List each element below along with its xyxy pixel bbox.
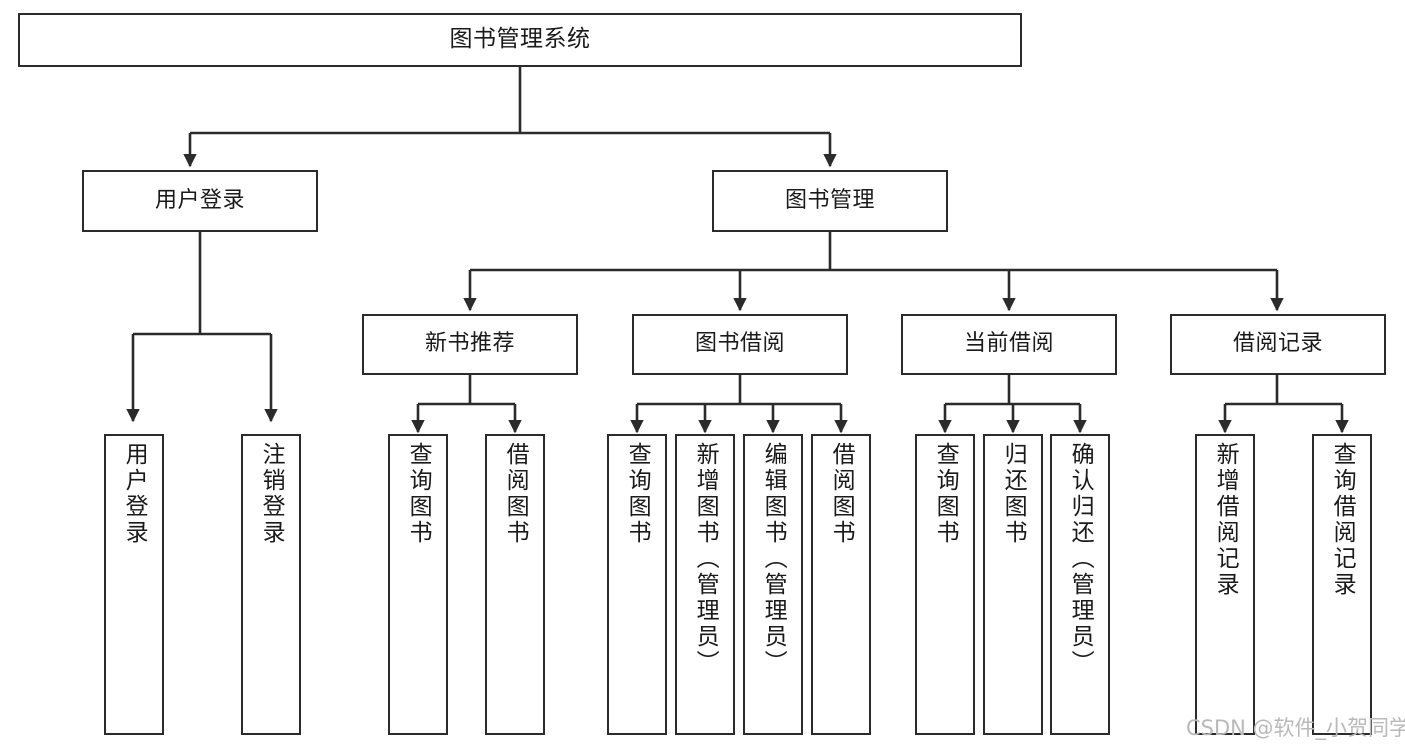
leaf-current-borrow-confirm[interactable]: 确认归还（管理员）: [1050, 434, 1110, 735]
node-root-system[interactable]: 图书管理系统: [18, 13, 1022, 67]
node-new-book-recommend[interactable]: 新书推荐: [362, 314, 578, 375]
leaf-current-borrow-return[interactable]: 归还图书: [983, 434, 1043, 735]
node-current-borrow-label: 当前借阅: [963, 331, 1054, 357]
node-book-borrow[interactable]: 图书借阅: [632, 314, 848, 375]
leaf-current-borrow-confirm-label: 确认归还（管理员）: [1067, 442, 1094, 676]
node-root-system-label: 图书管理系统: [449, 26, 591, 53]
leaf-user-login-signout-label: 注销登录: [258, 442, 285, 546]
leaf-new-book-borrow[interactable]: 借阅图书: [485, 434, 545, 735]
leaf-book-borrow-query-label: 查询图书: [624, 442, 651, 546]
node-current-borrow[interactable]: 当前借阅: [901, 314, 1117, 375]
leaf-borrow-record-add[interactable]: 新增借阅记录: [1195, 434, 1255, 735]
leaf-book-borrow-edit-label: 编辑图书（管理员）: [760, 442, 787, 676]
leaf-borrow-record-query[interactable]: 查询借阅记录: [1312, 434, 1372, 735]
leaf-book-borrow-lend-label: 借阅图书: [828, 442, 855, 546]
leaf-new-book-query-label: 查询图书: [405, 442, 432, 546]
leaf-current-borrow-query[interactable]: 查询图书: [915, 434, 975, 735]
node-book-management-label: 图书管理: [784, 187, 875, 213]
leaf-book-borrow-lend[interactable]: 借阅图书: [811, 434, 871, 735]
node-new-book-recommend-label: 新书推荐: [424, 331, 515, 357]
watermark-text: CSDN @软件_小贺同学: [1186, 716, 1405, 740]
leaf-borrow-record-add-label: 新增借阅记录: [1212, 442, 1239, 598]
leaf-book-borrow-query[interactable]: 查询图书: [607, 434, 667, 735]
node-user-login[interactable]: 用户登录: [82, 170, 318, 232]
leaf-user-login-signin-label: 用户登录: [121, 442, 148, 546]
leaf-new-book-borrow-label: 借阅图书: [502, 442, 529, 546]
node-user-login-label: 用户登录: [154, 187, 245, 213]
leaf-book-borrow-add[interactable]: 新增图书（管理员）: [675, 434, 735, 735]
leaf-current-borrow-return-label: 归还图书: [1000, 442, 1027, 546]
leaf-book-borrow-add-label: 新增图书（管理员）: [692, 442, 719, 676]
node-book-management[interactable]: 图书管理: [712, 170, 948, 232]
node-book-borrow-label: 图书借阅: [694, 331, 785, 357]
node-borrow-record-label: 借阅记录: [1232, 331, 1323, 357]
leaf-book-borrow-edit[interactable]: 编辑图书（管理员）: [743, 434, 803, 735]
leaf-user-login-signin[interactable]: 用户登录: [104, 434, 164, 735]
leaf-user-login-signout[interactable]: 注销登录: [241, 434, 301, 735]
leaf-borrow-record-query-label: 查询借阅记录: [1329, 442, 1356, 598]
leaf-current-borrow-query-label: 查询图书: [932, 442, 959, 546]
node-borrow-record[interactable]: 借阅记录: [1170, 314, 1386, 375]
leaf-new-book-query[interactable]: 查询图书: [388, 434, 448, 735]
